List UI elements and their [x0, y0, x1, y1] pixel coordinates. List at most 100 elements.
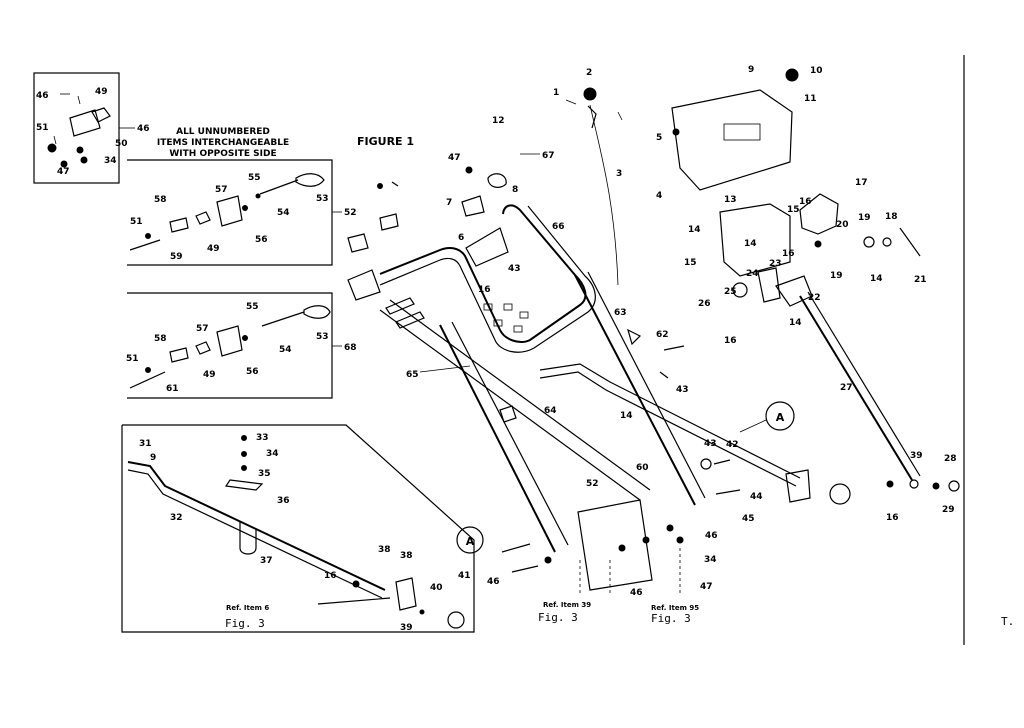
- part-label-31: 31: [139, 439, 152, 449]
- part-label-15: 15: [684, 258, 697, 268]
- part-label-55b: 55: [246, 302, 259, 312]
- part-label-49b: 49: [207, 244, 220, 254]
- part-label-16b: 16: [324, 571, 337, 581]
- part-label-8: 8: [512, 185, 518, 195]
- edge-mark: T.: [1001, 615, 1014, 628]
- part-label-35: 35: [258, 469, 271, 479]
- part-label-45: 45: [742, 514, 755, 524]
- part-label-11: 11: [804, 94, 817, 104]
- callout-a-left-letter: A: [466, 535, 475, 548]
- part-label-33: 33: [256, 433, 269, 443]
- part-label-53: 53: [316, 194, 329, 204]
- part-label-47: 47: [57, 167, 70, 177]
- part-label-57: 57: [215, 185, 228, 195]
- shift-rod-assembly: [539, 363, 851, 505]
- part-label-17: 17: [855, 178, 868, 188]
- note-line-1: ALL UNNUMBERED: [176, 127, 270, 137]
- control-cover-assembly: [671, 68, 960, 492]
- part-label-46: 46: [36, 91, 49, 101]
- part-label-56: 56: [255, 235, 268, 245]
- fig-caption-3: Fig. 3: [651, 612, 691, 625]
- part-label-19: 19: [858, 213, 871, 223]
- part-label-65: 65: [406, 370, 419, 380]
- part-label-46b: 46: [487, 577, 500, 587]
- box-part-52: [127, 159, 333, 266]
- part-label-67: 67: [542, 151, 555, 161]
- part-label-6: 6: [458, 233, 464, 243]
- box-52-parts: [129, 173, 325, 251]
- part-label-52: 52: [344, 208, 357, 218]
- ref-item-39: Ref. Item 39: [543, 601, 591, 609]
- part-label-36: 36: [277, 496, 290, 506]
- part-label-38: 38: [378, 545, 391, 555]
- box-part-68: [127, 292, 333, 399]
- part-label-43c: 43: [704, 439, 717, 449]
- part-label-14c: 14: [688, 225, 701, 235]
- part-label-38b: 38: [400, 551, 413, 561]
- part-label-61: 61: [166, 384, 179, 394]
- part-label-53b: 53: [316, 332, 329, 342]
- ref-item-95: Ref. Item 95: [651, 604, 699, 612]
- part-label-44: 44: [750, 492, 763, 502]
- part-label-16e: 16: [782, 249, 795, 259]
- part-label-40: 40: [430, 583, 443, 593]
- part-label-27: 27: [840, 383, 853, 393]
- part-label-22: 22: [808, 293, 821, 303]
- part-label-16d: 16: [799, 197, 812, 207]
- part-label-16c: 16: [478, 285, 491, 295]
- part-label-26: 26: [698, 299, 711, 309]
- part-label-43: 43: [508, 264, 521, 274]
- callout-a-right-letter: A: [776, 411, 785, 424]
- part-label-24: 24: [746, 269, 759, 279]
- part-label-62: 62: [656, 330, 669, 340]
- part-label-32: 32: [170, 513, 183, 523]
- part-label-13: 13: [724, 195, 737, 205]
- note-line-2: ITEMS INTERCHANGEABLE: [157, 138, 289, 148]
- part-label-51c: 51: [126, 354, 139, 364]
- part-label-51b: 51: [130, 217, 143, 227]
- fig-caption-1: Fig. 3: [225, 617, 265, 630]
- part-label-21: 21: [914, 275, 927, 285]
- detail-a-parts: [127, 435, 465, 629]
- part-label-63: 63: [614, 308, 627, 318]
- part-label-2: 2: [586, 68, 592, 78]
- part-label-47c: 47: [700, 582, 713, 592]
- part-label-3: 3: [616, 169, 622, 179]
- part-label-49c: 49: [203, 370, 216, 380]
- note-line-3: WITH OPPOSITE SIDE: [169, 149, 276, 159]
- part-label-7: 7: [446, 198, 452, 208]
- part-label-54b: 54: [279, 345, 292, 355]
- part-label-46-box: 46: [137, 124, 150, 134]
- part-label-10: 10: [810, 66, 823, 76]
- part-label-46c: 46: [705, 531, 718, 541]
- part-label-66: 66: [552, 222, 565, 232]
- part-label-49: 49: [95, 87, 108, 97]
- fig-caption-2: Fig. 3: [538, 611, 578, 624]
- part-label-14d: 14: [744, 239, 757, 249]
- part-label-1: 1: [553, 88, 559, 98]
- part-label-55: 55: [248, 173, 261, 183]
- inset-parts-46-50: [47, 93, 111, 168]
- part-label-46d: 46: [630, 588, 643, 598]
- part-label-57b: 57: [196, 324, 209, 334]
- part-label-14e: 14: [870, 274, 883, 284]
- part-label-59: 59: [170, 252, 183, 262]
- part-label-34: 34: [104, 156, 117, 166]
- handle-assembly: [347, 87, 706, 596]
- part-label-9: 9: [748, 65, 754, 75]
- part-label-25: 25: [724, 287, 737, 297]
- part-label-43b: 43: [676, 385, 689, 395]
- part-label-16g: 16: [886, 513, 899, 523]
- part-label-39b: 39: [910, 451, 923, 461]
- part-label-4: 4: [656, 191, 662, 201]
- part-label-50: 50: [115, 139, 128, 149]
- part-label-34b: 34: [266, 449, 279, 459]
- callout-a-right: [765, 401, 795, 431]
- figure-title: FIGURE 1: [357, 135, 414, 148]
- part-label-58: 58: [154, 195, 167, 205]
- part-label-9b: 9: [150, 453, 156, 463]
- part-label-34c: 34: [704, 555, 717, 565]
- part-label-68: 68: [344, 343, 357, 353]
